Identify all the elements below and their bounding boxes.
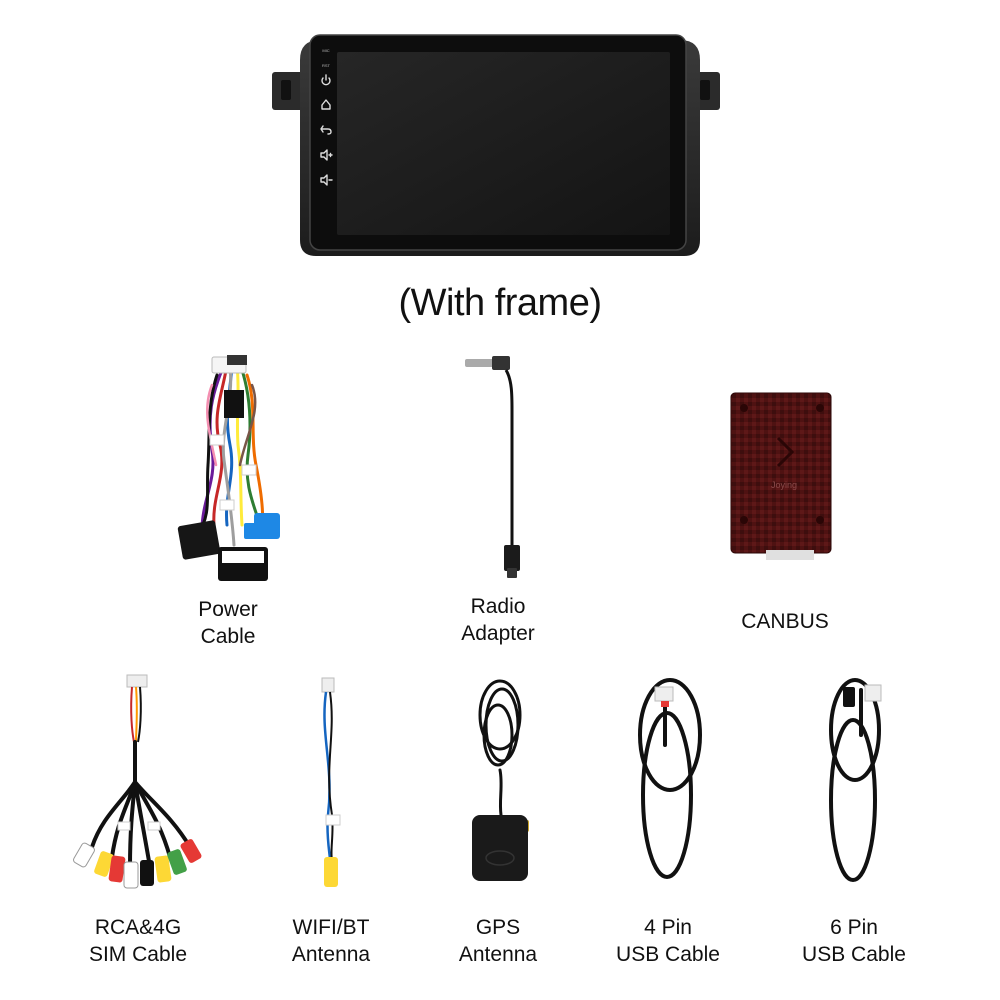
with-frame-caption: (With frame): [398, 282, 603, 324]
power-cable-label: Power Cable: [198, 598, 258, 648]
rst-label: RST: [322, 63, 331, 68]
gps-antenna-label: GPS Antenna: [458, 916, 538, 966]
6-pin-usb-cable-label: 6 Pin USB Cable: [802, 916, 906, 966]
4-pin-usb-cable-label: 4 Pin USB Cable: [616, 916, 720, 966]
back-icon: [320, 125, 332, 135]
power-icon: [321, 74, 331, 86]
volume-down-icon: [320, 174, 333, 186]
rca-4g-sim-cable-image: [73, 674, 202, 889]
left-mount-bracket: [272, 72, 304, 110]
side-buttons: MIC RST: [320, 48, 333, 186]
volume-up-icon: [320, 149, 333, 161]
display-screen: [337, 52, 670, 235]
canbus-label: CANBUS: [741, 610, 829, 633]
gps-antenna-image: [472, 679, 529, 881]
radio-adapter-label: Radio Adapter: [461, 595, 535, 645]
mic-label: MIC: [322, 48, 329, 53]
canbus-image: Joying: [730, 392, 832, 560]
head-unit-image: MIC RST: [272, 34, 720, 256]
radio-adapter-image: [465, 356, 520, 578]
rca-4g-sim-cable-label: RCA&4G SIM Cable: [88, 916, 188, 966]
wifi-bt-antenna-label: WIFI/BT Antenna: [291, 916, 371, 966]
wifi-bt-antenna-image: [321, 677, 341, 887]
canbus-brand-text: Joying: [771, 480, 797, 490]
power-cable-image: [177, 355, 280, 581]
home-icon: [321, 99, 331, 110]
6-pin-usb-cable-image: [829, 678, 882, 882]
4-pin-usb-cable-image: [638, 678, 702, 879]
